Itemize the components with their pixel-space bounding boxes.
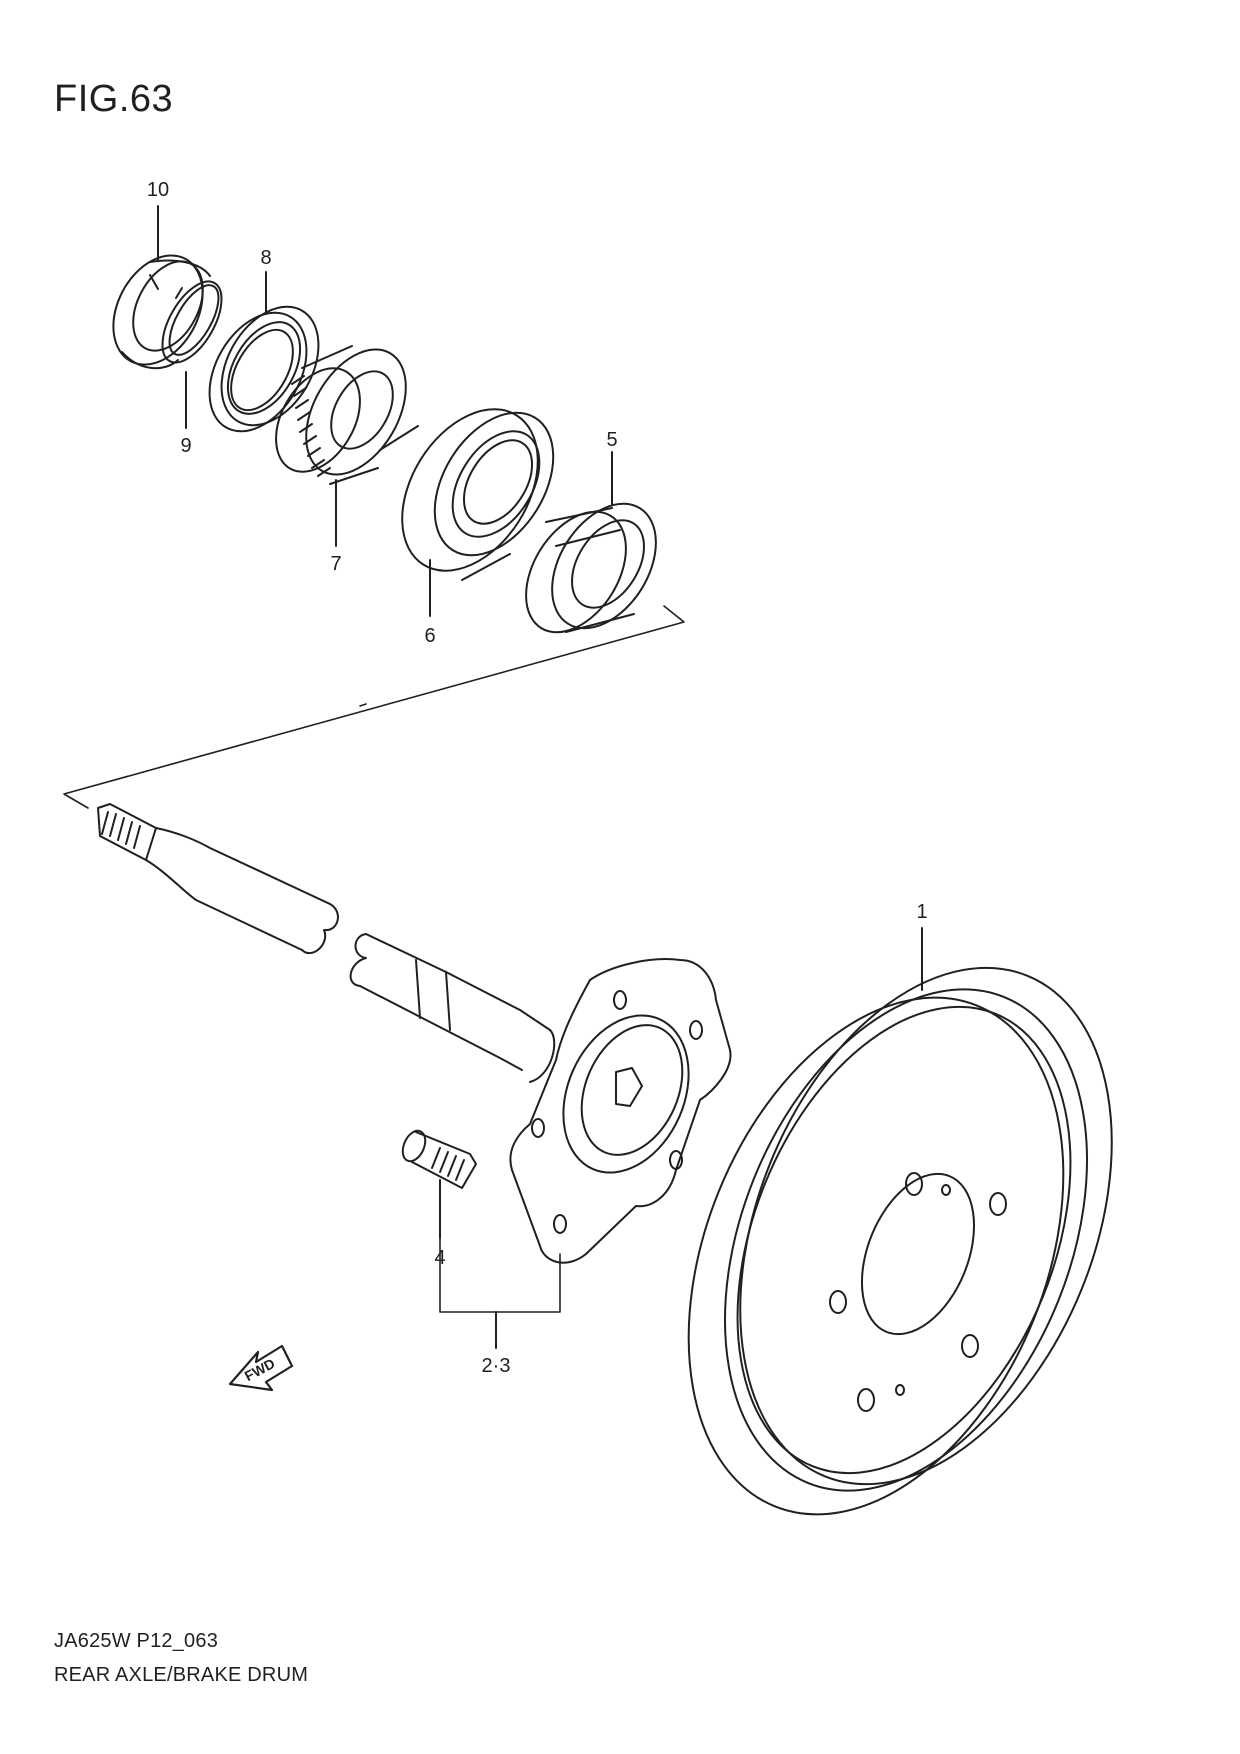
fwd-direction-arrow: FWD (228, 1344, 294, 1392)
callout-1: 1 (916, 901, 927, 923)
axle-flange (509, 958, 732, 1264)
callout-6: 6 (424, 625, 435, 647)
callout-2-3: 2·3 (482, 1355, 511, 1377)
rear-axle-shaft (97, 803, 556, 1083)
part-4-wheel-stud (401, 1129, 477, 1189)
part-6-bearing-housing (379, 408, 555, 581)
drawing-code: JA625W P12_063 (54, 1630, 219, 1652)
figure-title: FIG.63 (54, 78, 174, 120)
callout-9: 9 (180, 435, 191, 457)
part-1-brake-drum (687, 966, 1113, 1516)
callout-4: 4 (434, 1247, 445, 1269)
callout-5: 5 (606, 429, 617, 451)
assembly-bracket (63, 605, 685, 809)
part-10-retainer (112, 254, 211, 370)
part-5-oil-seal (525, 502, 657, 634)
bracket-2-3 (439, 1219, 561, 1313)
callout-8: 8 (260, 247, 271, 269)
part-8-outer-race (208, 305, 320, 433)
part-7-roller-bearing (275, 345, 407, 485)
callout-7: 7 (330, 553, 341, 575)
callout-10: 10 (147, 179, 169, 201)
part-9-snap-ring (161, 280, 223, 364)
drawing-caption: REAR AXLE/BRAKE DRUM (54, 1664, 309, 1686)
